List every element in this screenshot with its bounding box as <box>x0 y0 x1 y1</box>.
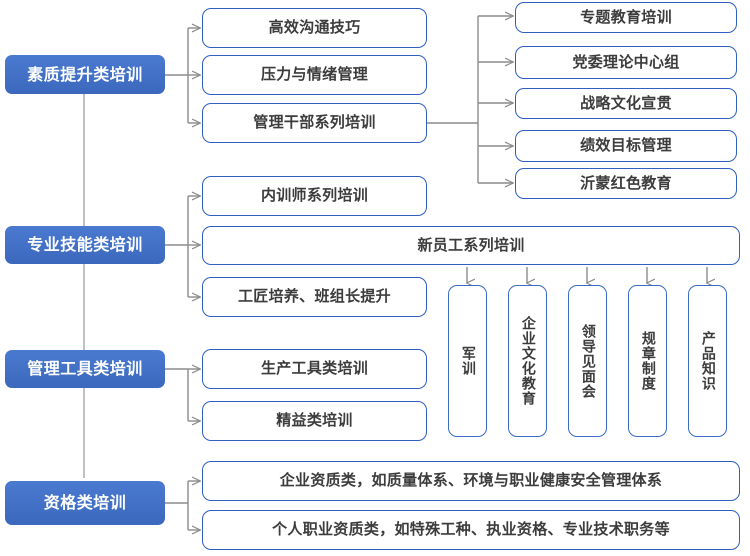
item-product-knowledge[interactable]: 产品知识 <box>688 285 727 437</box>
item-rules-regulations-label: 规章制度 <box>639 331 656 391</box>
item-corporate-culture-education-label: 企业文化教育 <box>519 316 536 406</box>
category-qualification[interactable]: 资格类培训 <box>5 481 165 525</box>
item-stress-emotion-management[interactable]: 压力与情绪管理 <box>202 55 427 95</box>
item-internal-trainer-series[interactable]: 内训师系列培训 <box>202 176 427 216</box>
item-thematic-education[interactable]: 专题教育培训 <box>515 2 737 33</box>
category-management-tool[interactable]: 管理工具类培训 <box>5 350 165 388</box>
item-lean-training[interactable]: 精益类培训 <box>202 401 427 441</box>
item-leadership-meeting-label: 领导见面会 <box>579 323 596 399</box>
item-military-training[interactable]: 军训 <box>448 285 487 437</box>
item-personal-qualification[interactable]: 个人职业资质类，如特殊工种、执业资格、专业技术职务等 <box>202 510 740 550</box>
category-professional-skill[interactable]: 专业技能类培训 <box>5 226 165 264</box>
category-quality-improvement[interactable]: 素质提升类培训 <box>5 55 165 94</box>
item-corporate-culture-education[interactable]: 企业文化教育 <box>508 285 547 437</box>
item-military-training-label: 军训 <box>459 346 476 376</box>
item-party-theory-group[interactable]: 党委理论中心组 <box>515 46 737 79</box>
item-cadre-series-training[interactable]: 管理干部系列培训 <box>202 103 427 143</box>
item-efficient-communication[interactable]: 高效沟通技巧 <box>202 8 427 48</box>
item-strategy-culture-promotion[interactable]: 战略文化宣贯 <box>515 88 737 119</box>
item-craftsman-team-leader[interactable]: 工匠培养、班组长提升 <box>202 277 427 317</box>
item-new-employee-series[interactable]: 新员工系列培训 <box>202 226 740 265</box>
item-production-tool-training[interactable]: 生产工具类培训 <box>202 349 427 389</box>
item-enterprise-qualification[interactable]: 企业资质类，如质量体系、环境与职业健康安全管理体系 <box>202 461 740 501</box>
item-yimeng-red-education[interactable]: 沂蒙红色教育 <box>515 168 737 199</box>
item-rules-regulations[interactable]: 规章制度 <box>628 285 667 437</box>
item-performance-goal-management[interactable]: 绩效目标管理 <box>515 130 737 162</box>
item-product-knowledge-label: 产品知识 <box>699 331 716 391</box>
item-leadership-meeting[interactable]: 领导见面会 <box>568 285 607 437</box>
